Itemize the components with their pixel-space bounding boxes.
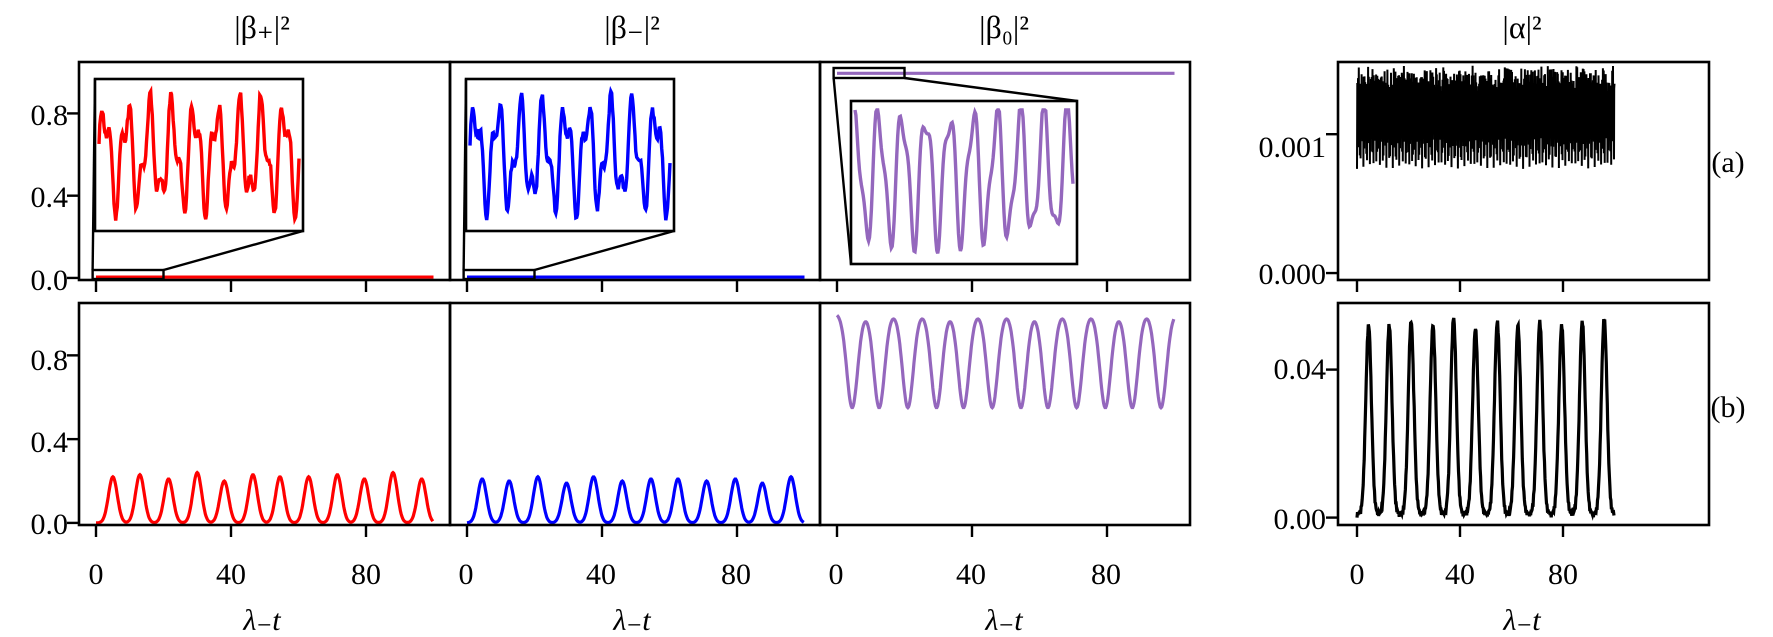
y-ticklabels-row-b: 0.0 0.4 0.8 — [31, 344, 69, 541]
panel-b-beta-minus — [448, 301, 822, 537]
data-line — [96, 470, 435, 525]
panel-a-beta-minus — [448, 60, 822, 292]
axes-frame — [1336, 60, 1711, 282]
data-line — [835, 314, 1176, 411]
title-beta-plus: |β₊|² — [234, 9, 290, 45]
svg-text:0.00: 0.00 — [1274, 503, 1327, 536]
axes-frame — [818, 301, 1192, 527]
title-beta-minus: |β₋|² — [604, 9, 660, 45]
inset-line — [468, 85, 672, 221]
x-ticklabels: 0 40 80 0 40 80 0 40 80 0 40 80 — [89, 558, 1579, 591]
data-line — [1355, 317, 1616, 521]
inset-zoom — [91, 77, 305, 281]
title-alpha: |α|² — [1502, 9, 1541, 45]
plot-area — [67, 60, 1711, 537]
panel-b-alpha — [1326, 301, 1711, 537]
inset-zoom — [462, 77, 676, 281]
y-ticklabels-alpha-b: 0.00 0.04 — [1274, 353, 1327, 536]
svg-text:0.0: 0.0 — [31, 264, 69, 297]
svg-text:80: 80 — [1548, 558, 1578, 591]
y-ticklabels-alpha-a: 0.000 0.001 — [1259, 131, 1327, 291]
svg-text:80: 80 — [351, 558, 381, 591]
svg-text:0: 0 — [1350, 558, 1365, 591]
xlabel-alpha: λ₋t — [1502, 604, 1541, 637]
svg-text:40: 40 — [216, 558, 246, 591]
svg-text:80: 80 — [721, 558, 751, 591]
svg-text:0.0: 0.0 — [31, 508, 69, 541]
data-line — [466, 474, 805, 525]
y-ticklabels-row-a: 0.0 0.4 0.8 — [31, 99, 69, 297]
svg-text:0: 0 — [829, 558, 844, 591]
inset-zoom — [832, 66, 1079, 266]
inset-line — [853, 106, 1075, 255]
panel-a-beta-plus — [67, 60, 452, 292]
svg-text:40: 40 — [586, 558, 616, 591]
svg-text:0.04: 0.04 — [1274, 353, 1327, 386]
xlabel-beta-plus: λ₋t — [242, 604, 281, 637]
panel-b-beta-plus — [67, 301, 452, 537]
title-beta-zero: |β₀|² — [979, 9, 1029, 45]
xlabel-beta-zero: λ₋t — [984, 604, 1023, 637]
axes-frame — [818, 60, 1192, 282]
svg-text:0.001: 0.001 — [1259, 131, 1327, 164]
svg-text:0.4: 0.4 — [31, 426, 69, 459]
svg-text:40: 40 — [1445, 558, 1475, 591]
data-line — [1356, 65, 1616, 169]
svg-text:0.000: 0.000 — [1259, 258, 1327, 291]
axes-frame — [1336, 301, 1711, 527]
svg-text:0: 0 — [459, 558, 474, 591]
panel-a-alpha — [1326, 60, 1711, 292]
svg-text:0.8: 0.8 — [31, 344, 69, 377]
svg-text:0.4: 0.4 — [31, 181, 69, 214]
row-label-b: (b) — [1711, 391, 1746, 424]
svg-text:0: 0 — [89, 558, 104, 591]
svg-text:80: 80 — [1091, 558, 1121, 591]
xlabel-beta-minus: λ₋t — [612, 604, 651, 637]
row-label-a: (a) — [1711, 146, 1744, 179]
svg-text:40: 40 — [956, 558, 986, 591]
panel-b-beta-zero — [818, 301, 1192, 537]
inset-line — [97, 85, 301, 226]
svg-text:0.8: 0.8 — [31, 99, 69, 132]
panel-a-beta-zero — [818, 60, 1192, 292]
